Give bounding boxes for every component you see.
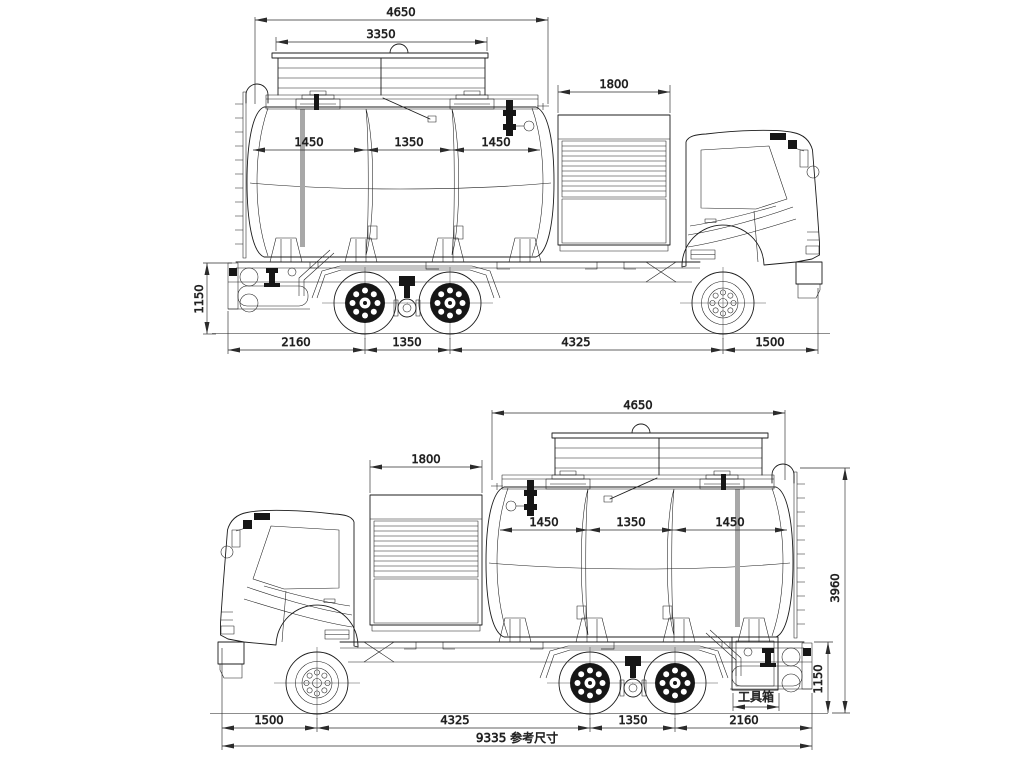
toolbox-label: 工具箱 [738, 689, 774, 704]
dim-bottom-axle-spacing: 1350 [618, 713, 647, 727]
dim-bottom-rear-overhang: 2160 [729, 713, 758, 727]
dim-bottom-overall-height: 3960 [828, 573, 842, 602]
dim-bottom-compartment-right: 1450 [715, 515, 744, 529]
top-view-dimensions: 4650 3350 1800 1450 1350 1450 1150 [192, 5, 819, 354]
dim-top-cabinet-width: 1800 [599, 77, 628, 91]
dim-top-wheelbase: 4325 [561, 335, 590, 349]
dim-top-compartment-right: 1450 [481, 135, 510, 149]
dim-bottom-platform-height: 1150 [811, 664, 825, 693]
dim-top-rear-overhang: 2160 [281, 335, 310, 349]
dim-top-tank-length: 4650 [386, 5, 415, 19]
dim-top-compartment-middle: 1350 [394, 135, 423, 149]
dim-bottom-overall-length: 9335 参考尺寸 [476, 730, 558, 745]
dim-top-compartment-left: 1450 [294, 135, 323, 149]
bottom-view: 4650 1800 1450 1350 1450 3960 1150 工具箱 [210, 398, 850, 750]
dim-bottom-tank-length: 4650 [623, 398, 652, 412]
top-view: 4650 3350 1800 1450 1350 1450 1150 [192, 5, 830, 354]
dim-top-platform-height: 1150 [192, 284, 206, 313]
dim-top-front-overhang: 1500 [755, 335, 784, 349]
dim-bottom-front-overhang: 1500 [254, 713, 283, 727]
bottom-view-dimensions: 4650 1800 1450 1350 1450 3960 1150 工具箱 [221, 398, 850, 750]
dim-bottom-cabinet-width: 1800 [411, 452, 440, 466]
dim-top-rail-span: 3350 [366, 27, 395, 41]
dim-top-axle-spacing: 1350 [392, 335, 421, 349]
toolbox [731, 636, 779, 691]
dim-bottom-compartment-left: 1450 [529, 515, 558, 529]
dim-bottom-wheelbase: 4325 [440, 713, 469, 727]
dim-bottom-compartment-middle: 1350 [616, 515, 645, 529]
